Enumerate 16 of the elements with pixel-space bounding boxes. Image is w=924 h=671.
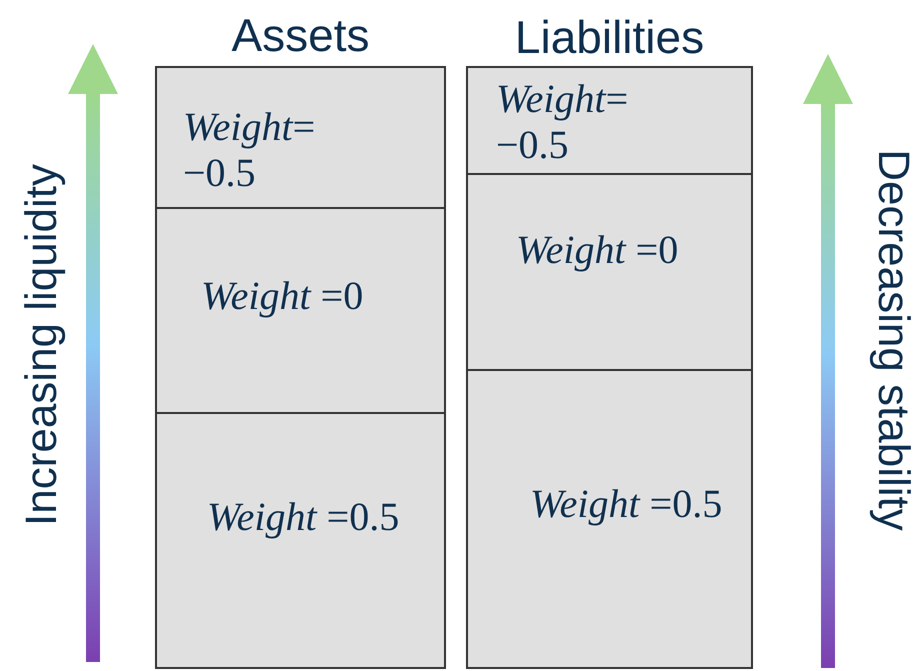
axis-label: Increasing liquidity bbox=[16, 164, 67, 526]
table-cell bbox=[466, 369, 753, 669]
weight-formula: Weight =0 bbox=[201, 273, 364, 319]
table-cell bbox=[466, 66, 753, 175]
weight-formula: Weight= −0.5 bbox=[496, 76, 630, 168]
weight-formula: Weight =0.5 bbox=[207, 494, 400, 540]
weight-formula: Weight =0.5 bbox=[530, 481, 724, 527]
table-cell bbox=[155, 412, 446, 669]
column-heading: Liabilities bbox=[514, 12, 706, 62]
weight-formula: Weight= −0.5 bbox=[183, 104, 316, 196]
column-heading: Assets bbox=[230, 10, 371, 60]
axis-label: Decreasing stability bbox=[868, 149, 918, 531]
table-cell bbox=[466, 173, 753, 371]
table-cell bbox=[155, 207, 446, 414]
weight-formula: Weight =0 bbox=[516, 227, 680, 273]
table-cell bbox=[155, 66, 446, 209]
